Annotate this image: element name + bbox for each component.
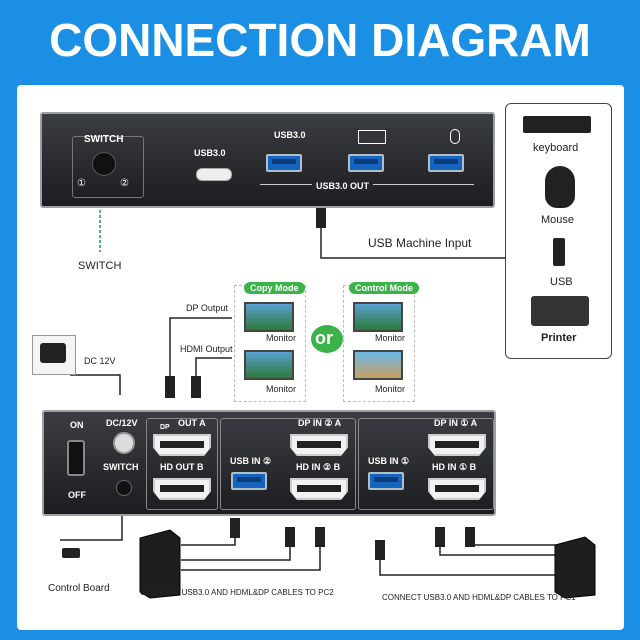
dc-output-label: DC 12V xyxy=(84,356,116,366)
keyboard-icon xyxy=(358,130,386,144)
dp-output-cable xyxy=(169,317,232,378)
page-title: CONNECTION DIAGRAM xyxy=(49,14,591,66)
hdmi-output-label: HDMI Output xyxy=(180,344,233,354)
usb-in1-port[interactable] xyxy=(368,472,404,490)
dc-adapter-plug xyxy=(40,343,66,363)
mouse-device-icon xyxy=(545,166,575,208)
copy-monitor-1 xyxy=(244,302,294,332)
copy-monitor-2 xyxy=(244,350,294,380)
hd-in2-b-label: HD IN ② B xyxy=(296,462,341,472)
usb-port-2[interactable] xyxy=(348,154,384,172)
power-rocker-switch[interactable] xyxy=(67,440,85,476)
control-mode-badge: Control Mode xyxy=(349,282,419,294)
copy-mode-badge: Copy Mode xyxy=(244,282,305,294)
mouse-icon xyxy=(450,129,460,144)
top-pos2-label: ② xyxy=(120,178,129,189)
usbc-label: USB3.0 xyxy=(194,148,226,158)
peripheral-printer: Printer xyxy=(541,332,577,344)
switch-caption: SWITCH xyxy=(78,260,122,272)
bottom-kvm-unit xyxy=(42,410,496,516)
pc1-usb-cable xyxy=(379,560,555,576)
hd-in2-b-port[interactable] xyxy=(290,478,348,500)
dp-in1-a-label: DP IN ① A xyxy=(434,418,478,428)
or-label: or xyxy=(315,328,333,348)
hd-in1-b-label: HD IN ① B xyxy=(432,462,477,472)
peripheral-keyboard: keyboard xyxy=(533,142,579,154)
pc1-video-cables xyxy=(439,540,555,556)
off-label: OFF xyxy=(68,490,86,500)
usb30-label: USB3.0 xyxy=(274,130,306,140)
control-monitor-2 xyxy=(353,350,403,380)
dp-mini-label: DP xyxy=(160,424,170,431)
peripheral-usb: USB xyxy=(550,276,573,288)
bottom-switch-label: SWITCH xyxy=(103,462,139,472)
top-pos1-label: ① xyxy=(77,178,86,189)
usb-input-plug xyxy=(316,206,326,228)
bottom-switch-jack[interactable] xyxy=(116,480,132,496)
control-monitor-1-label: Monitor xyxy=(375,333,406,343)
copy-monitor-1-label: Monitor xyxy=(266,333,297,343)
usb-in2-label: USB IN ② xyxy=(230,456,272,466)
dc-cable xyxy=(70,374,121,395)
pc2-usb-cable xyxy=(181,530,236,546)
pc2-tower-icon xyxy=(139,529,181,599)
control-monitor-1 xyxy=(353,302,403,332)
dp-plug xyxy=(165,376,175,398)
usb-port-1[interactable] xyxy=(266,154,302,172)
top-switch-label: SWITCH xyxy=(84,134,124,145)
usb-stick-icon xyxy=(553,238,565,266)
in2-group-frame xyxy=(220,418,356,510)
usb-in2-port[interactable] xyxy=(231,472,267,490)
out-a-port[interactable] xyxy=(153,434,211,456)
printer-icon xyxy=(531,296,589,326)
usb-port-3[interactable] xyxy=(428,154,464,172)
keyboard-device-icon xyxy=(523,116,591,133)
dp-in2-a-port[interactable] xyxy=(290,434,348,456)
or-badge xyxy=(311,325,343,353)
hd-out-b-port[interactable] xyxy=(153,478,211,500)
dp-in1-a-port[interactable] xyxy=(428,434,486,456)
usb-out-label: USB3.0 OUT xyxy=(312,181,374,191)
hd-out-b-label: HD OUT B xyxy=(160,462,204,472)
control-board-label: Control Board xyxy=(48,583,110,594)
usbc-port[interactable] xyxy=(196,168,232,181)
usb-in1-label: USB IN ① xyxy=(368,456,410,466)
hdmi-plug xyxy=(191,376,201,398)
dc-jack[interactable] xyxy=(113,432,135,454)
dp-in2-a-label: DP IN ② A xyxy=(298,418,342,428)
pc1-caption: CONNECT USB3.0 AND HDML&DP CABLES TO PC1 xyxy=(382,593,576,602)
control-board-icon xyxy=(62,548,80,558)
hd-in1-b-port[interactable] xyxy=(428,478,486,500)
copy-monitor-2-label: Monitor xyxy=(266,384,297,394)
dp-output-label: DP Output xyxy=(186,303,228,313)
out-a-label: OUT A xyxy=(178,418,206,428)
pc1-tower-icon xyxy=(554,536,596,599)
usb-machine-input-label: USB Machine Input xyxy=(368,236,472,250)
dc12v-label: DC/12V xyxy=(106,418,138,428)
out-group-frame xyxy=(146,418,218,510)
control-monitor-2-label: Monitor xyxy=(375,384,406,394)
in1-group-frame xyxy=(358,418,494,510)
on-label: ON xyxy=(70,420,84,430)
top-switch-button[interactable] xyxy=(92,152,116,176)
peripheral-mouse: Mouse xyxy=(541,214,575,226)
pc2-caption: CONNECT USB3.0 AND HDML&DP CABLES TO PC2 xyxy=(140,588,334,597)
hdmi-output-cable xyxy=(195,357,232,378)
